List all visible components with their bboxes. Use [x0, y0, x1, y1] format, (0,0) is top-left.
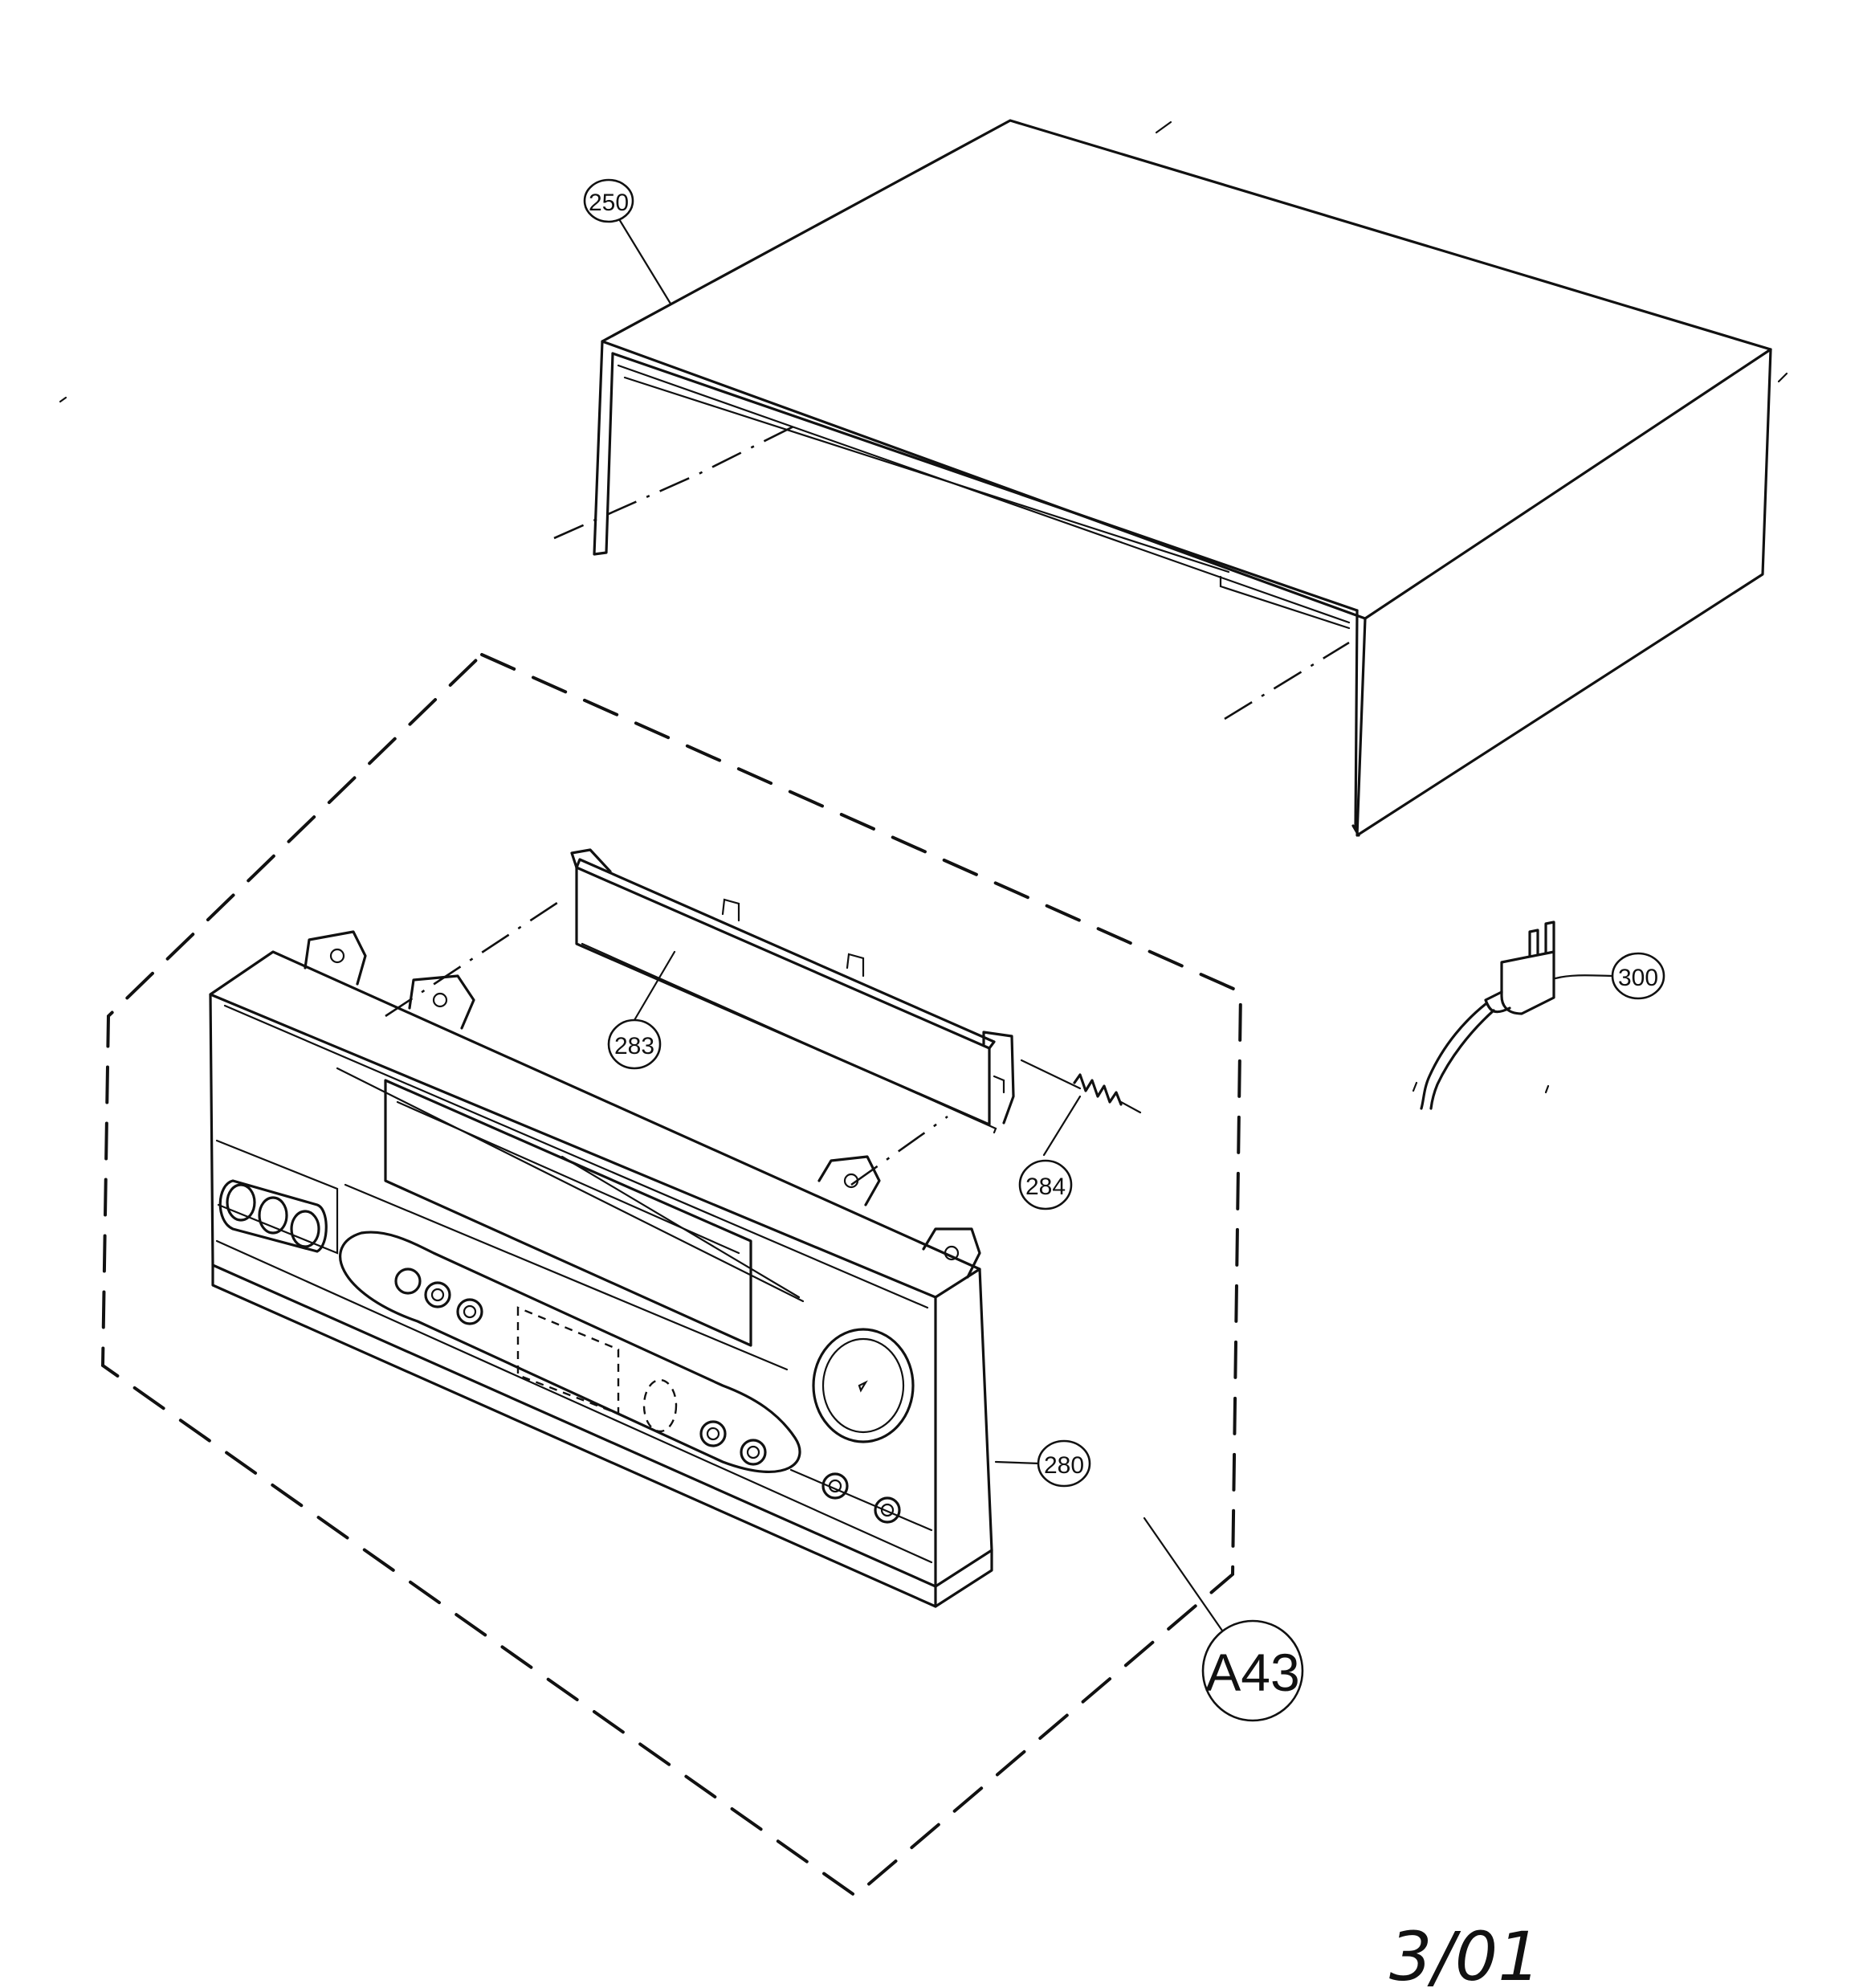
callout-300-label: 300 — [1618, 965, 1658, 991]
cassette-door — [570, 848, 1015, 1134]
leader-283 — [633, 950, 676, 1022]
callout-a43-label: A43 — [1205, 1643, 1299, 1702]
door-spring — [1020, 1059, 1142, 1114]
front-panel-assembly — [209, 898, 993, 1608]
callout-280-label: 280 — [1044, 1452, 1084, 1479]
callout-283-label: 283 — [614, 1033, 654, 1059]
mounting-tabs — [304, 930, 981, 1279]
callout-284-label: 284 — [1025, 1174, 1066, 1200]
callout-250: 250 — [583, 178, 634, 223]
leader-280 — [994, 1460, 1042, 1465]
control-oval — [339, 1231, 801, 1473]
callout-283: 283 — [607, 1018, 662, 1070]
callout-280: 280 — [1037, 1439, 1091, 1488]
revision-date: 3/01 — [1389, 1917, 1541, 1988]
jog-dial — [812, 1328, 915, 1443]
leader-a43 — [1143, 1517, 1224, 1632]
assembly-boundary — [100, 652, 1243, 1898]
top-cover — [59, 119, 1788, 837]
leader-300 — [1554, 974, 1616, 980]
leader-284 — [1042, 1095, 1082, 1157]
callout-a43: A43 — [1201, 1619, 1304, 1722]
leader-250 — [615, 214, 672, 305]
callout-300: 300 — [1611, 952, 1665, 1000]
callout-284: 284 — [1018, 1159, 1073, 1210]
power-cord — [1412, 921, 1555, 1110]
callout-250-label: 250 — [589, 190, 629, 216]
av-jacks — [218, 1179, 328, 1253]
